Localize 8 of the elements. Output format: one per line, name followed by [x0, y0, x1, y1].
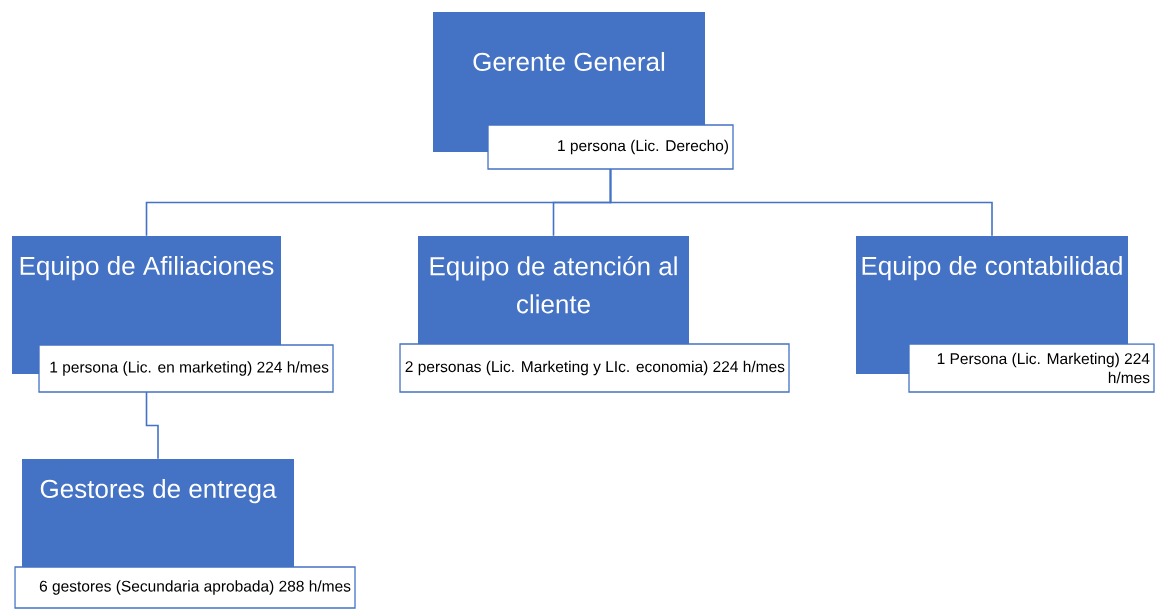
staff-note-box: 6 gestores (Secundaria aprobada) 288 h/mes — [14, 566, 356, 609]
staff-note-box: 1 persona (Lic. en marketing) 224 h/mes — [38, 344, 334, 393]
staff-note-box: 1 persona (Lic. Derecho) — [487, 124, 734, 170]
connector-line — [609, 168, 993, 237]
connector-line — [145, 391, 159, 460]
role-box: Equipo de atención al cliente — [418, 236, 689, 345]
staff-note-box: 1 Persona (Lic. Marketing) 224 h/mes — [908, 343, 1155, 393]
staff-note-box: 2 personas (Lic. Marketing y LIc. economia) 224 h/mes — [399, 343, 790, 393]
